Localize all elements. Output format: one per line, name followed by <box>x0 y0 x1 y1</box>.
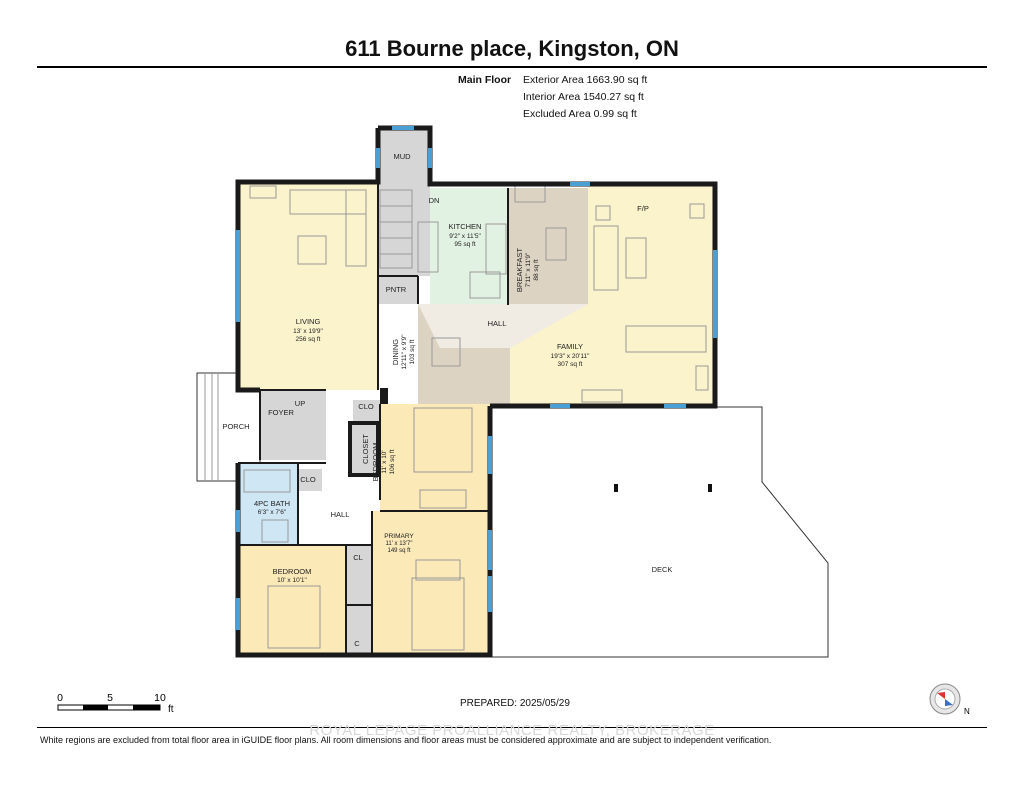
scale-bar: 0 5 10 ft <box>55 690 185 723</box>
label-porch: PORCH <box>222 422 249 431</box>
closet-cl <box>346 545 372 655</box>
label-primary-area: 149 sq ft <box>387 548 410 554</box>
closet-clo-top <box>353 400 380 422</box>
furniture <box>243 185 709 651</box>
deck-area <box>491 406 829 658</box>
room-labels: MUD DN KITCHEN 9'2" x 11'5" 95 sq ft BRE… <box>222 152 672 648</box>
floor-name: Main Floor <box>458 74 512 86</box>
scale-tick-10: 10 <box>154 692 166 704</box>
label-cl: CL <box>353 553 363 562</box>
label-kitchen-area: 95 sq ft <box>454 241 476 248</box>
label-bath: 4PC BATH <box>254 499 290 508</box>
bedroom-upper <box>380 404 490 511</box>
title-rule <box>37 66 987 68</box>
label-family-dims: 19'3" x 20'11" <box>551 353 590 360</box>
excluded-area: Excluded Area 0.99 sq ft <box>523 108 637 120</box>
label-primary: PRIMARY <box>384 533 414 540</box>
label-dining: DINING <box>391 339 400 365</box>
windows <box>236 126 717 630</box>
footer-rule <box>37 727 987 728</box>
exterior-area: Exterior Area 1663.90 sq ft <box>523 74 648 86</box>
kitchen-room <box>430 188 508 305</box>
compass-label: N <box>964 707 970 716</box>
label-bedroom-lower: BEDROOM <box>273 567 312 576</box>
label-bedroom-upper-dims: 11' x 10' <box>381 450 388 473</box>
scale-tick-0: 0 <box>57 692 63 704</box>
label-kitchen: KITCHEN <box>449 222 482 231</box>
primary-room <box>372 511 490 655</box>
wall-post <box>380 388 388 404</box>
scale-tick-5: 5 <box>107 692 113 704</box>
scale-unit: ft <box>168 704 174 715</box>
interior-walls <box>238 182 509 655</box>
interior-area: Interior Area 1540.27 sq ft <box>523 91 644 103</box>
mud-room <box>378 128 430 188</box>
closet-wall <box>348 421 380 477</box>
label-hall-top: HALL <box>488 319 507 328</box>
label-breakfast-dims: 7'11" x 11'9" <box>525 252 532 287</box>
pantry-room <box>378 276 418 304</box>
stair-area <box>378 188 430 276</box>
closet-main <box>352 425 378 473</box>
disclaimer: White regions are excluded from total fl… <box>40 735 772 745</box>
plan-title: 611 Bourne place, Kingston, ON <box>345 36 679 61</box>
watermark: ROYAL LEPAGE PROALLIANCE REALTY, BROKERA… <box>309 722 715 739</box>
label-primary-dims: 11' x 13'7" <box>386 541 413 547</box>
bedroom-lower <box>238 545 346 655</box>
label-kitchen-dims: 9'2" x 11'5" <box>449 233 481 240</box>
foyer-room <box>260 390 326 460</box>
label-breakfast: BREAKFAST <box>515 247 524 292</box>
breakfast-room <box>508 188 588 308</box>
label-up: UP <box>295 399 305 408</box>
label-living-dims: 13' x 19'9" <box>293 328 323 335</box>
label-dining-dims: 12'11" x 9'9" <box>401 334 408 370</box>
label-bath-dims: 6'3" x 7'6" <box>258 509 287 516</box>
label-bedroom-upper-area: 106 sq ft <box>389 449 396 474</box>
label-dining-area: 103 sq ft <box>409 339 416 364</box>
label-mud: MUD <box>393 152 411 161</box>
label-living-area: 256 sq ft <box>296 336 321 343</box>
label-pntr: PNTR <box>386 285 407 294</box>
compass-icon: N <box>928 680 972 725</box>
label-hall-bottom: HALL <box>331 510 350 519</box>
label-deck: DECK <box>652 565 673 574</box>
closet-clo-bath <box>298 469 322 491</box>
label-bedroom-upper: BEDROOM <box>371 443 380 482</box>
label-breakfast-area: 88 sq ft <box>533 259 540 281</box>
label-clo-bath: CLO <box>300 475 316 484</box>
label-dn: DN <box>429 196 440 205</box>
living-room <box>238 182 378 390</box>
label-fp: F/P <box>637 204 649 213</box>
label-clo-top: CLO <box>358 402 374 411</box>
label-family-area: 307 sq ft <box>558 361 583 368</box>
label-bedroom-lower-dims: 10' x 10'1" <box>277 577 307 584</box>
label-closet: CLOSET <box>361 434 370 464</box>
label-foyer: FOYER <box>268 408 294 417</box>
label-c: C <box>354 639 360 648</box>
label-living: LIVING <box>296 317 321 326</box>
family-room <box>510 184 715 404</box>
prepared-date: PREPARED: 2025/05/29 <box>460 698 570 709</box>
hall-top <box>418 304 588 348</box>
label-family: FAMILY <box>557 342 583 351</box>
